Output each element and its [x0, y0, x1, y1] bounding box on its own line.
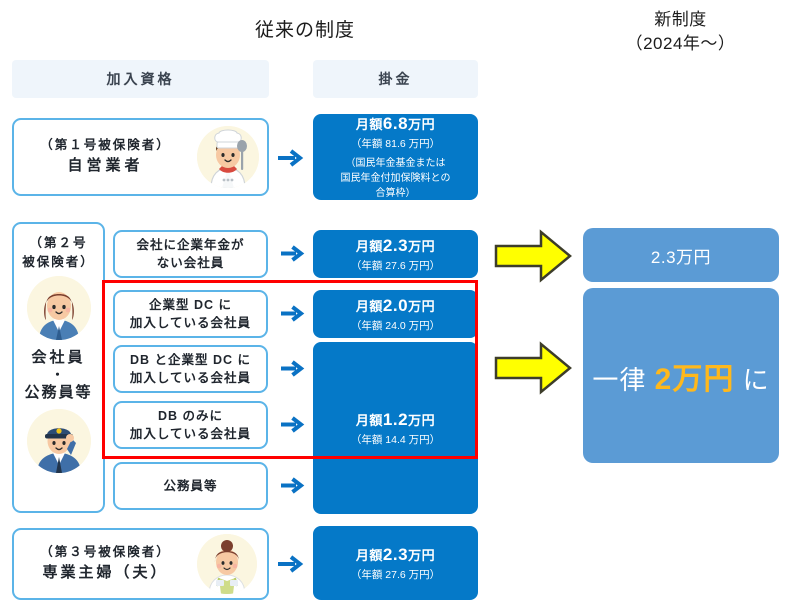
amount-box-no-corporate-pension[interactable]: 月額2.3万円 （年額 27.6 万円） — [313, 230, 478, 278]
category-1st-insured-line1: （第１号被保険者） — [40, 137, 171, 152]
condition-box-no-corporate-pension[interactable]: 会社に企業年金が ない会社員 — [113, 230, 268, 278]
new-system-uniform-prefix: 一律 — [592, 364, 647, 395]
amount-3rd-insured-yearly: （年額 27.6 万円） — [350, 568, 441, 581]
condition-db-and-dc-line1: DB と企業型 DC に — [129, 352, 251, 367]
amount-1st-insured-yearly: （年額 81.6 万円） — [350, 137, 441, 150]
arrow-right-row-7 — [277, 553, 305, 575]
yellow-arrow-bottom — [493, 340, 573, 396]
condition-box-db-and-dc[interactable]: DB と企業型 DC に 加入している会社員 — [113, 345, 268, 393]
title-new-system: 新制度 （2024年〜） — [583, 8, 778, 58]
amount-prefix: 月額 — [355, 238, 383, 254]
category-box-2nd-insured[interactable]: （第２号 被保険者） 会社員 ・ 公務員 — [12, 222, 105, 513]
amount-unit: 万円 — [408, 116, 436, 132]
category-2nd-insured-line2: 被保険者） — [22, 254, 95, 269]
amount-prefix: 月額 — [355, 412, 383, 428]
amount-db-and-dc-yearly: （年額 14.4 万円） — [350, 433, 441, 446]
category-2nd-insured-line1: （第２号 — [29, 236, 88, 250]
amount-value: 2.0 — [382, 295, 409, 315]
amount-1st-insured-note2: 国民年金付加保険料との — [340, 173, 451, 185]
title-new-system-line1: 新制度 — [654, 10, 707, 29]
condition-no-corporate-pension-line1: 会社に企業年金が — [136, 237, 245, 252]
housewife-avatar — [197, 534, 257, 594]
amount-corporate-dc-yearly: （年額 24.0 万円） — [350, 319, 441, 332]
amount-unit: 万円 — [408, 412, 436, 428]
office-worker-avatar — [26, 275, 91, 340]
amount-1st-insured-monthly: 月額6.8万円 — [341, 113, 451, 136]
amount-prefix: 月額 — [355, 298, 383, 314]
new-system-uniform-suffix: に — [742, 364, 770, 395]
amount-box-corporate-dc[interactable]: 月額2.0万円 （年額 24.0 万円） — [313, 290, 478, 338]
condition-corporate-dc-line2: 加入している会社員 — [129, 316, 252, 330]
police-officer-avatar — [26, 408, 91, 473]
arrow-right-row-2 — [280, 243, 306, 264]
new-system-box-uniform[interactable]: 一律 2万円 に — [583, 288, 779, 463]
amount-box-1st-insured[interactable]: 月額6.8万円 （年額 81.6 万円） （国民年金基金または 国民年金付加保険… — [313, 114, 478, 200]
condition-box-corporate-dc[interactable]: 企業型 DC に 加入している会社員 — [113, 290, 268, 338]
chef-avatar — [197, 126, 259, 188]
arrow-right-row-1 — [277, 147, 305, 169]
new-system-uniform-highlight: 2万円 — [654, 362, 735, 396]
yellow-arrow-top — [493, 228, 573, 284]
arrow-right-row-4 — [280, 358, 306, 379]
category-2nd-insured-dot: ・ — [51, 367, 66, 382]
category-2nd-insured-role1: 会社員 — [31, 348, 86, 366]
condition-db-only-line2: 加入している会社員 — [129, 427, 252, 441]
category-3rd-insured-line1: （第３号被保険者） — [40, 544, 171, 559]
amount-1st-insured-note3: 合算枠） — [375, 188, 416, 200]
amount-box-3rd-insured[interactable]: 月額2.3万円 （年額 27.6 万円） — [313, 526, 478, 600]
amount-unit: 万円 — [408, 298, 436, 314]
condition-public-servant-line1: 公務員等 — [163, 478, 218, 493]
amount-no-corporate-pension-yearly: （年額 27.6 万円） — [350, 259, 441, 272]
amount-box-db-and-dc[interactable]: 月額1.2万円 （年額 14.4 万円） — [313, 342, 478, 514]
arrow-right-row-5 — [280, 414, 306, 435]
title-old-system: 従来の制度 — [254, 20, 355, 41]
amount-prefix: 月額 — [355, 116, 383, 132]
amount-value: 2.3 — [382, 544, 409, 564]
arrow-right-row-3 — [280, 303, 306, 324]
new-system-box-2point3[interactable]: 2.3万円 — [583, 228, 779, 282]
amount-unit: 万円 — [408, 547, 436, 563]
condition-box-db-only[interactable]: DB のみに 加入している会社員 — [113, 401, 268, 449]
condition-box-public-servant[interactable]: 公務員等 — [113, 462, 268, 510]
new-system-value-top: 2.3万円 — [650, 247, 712, 267]
condition-db-and-dc-line2: 加入している会社員 — [129, 371, 252, 385]
category-box-1st-insured[interactable]: （第１号被保険者） 自営業者 — [12, 118, 269, 196]
amount-unit: 万円 — [408, 238, 436, 254]
category-2nd-insured-role2: 公務員等 — [24, 383, 93, 401]
arrow-right-row-6 — [280, 475, 306, 496]
amount-value: 6.8 — [382, 113, 409, 133]
condition-corporate-dc-line1: 企業型 DC に — [148, 297, 232, 312]
category-box-3rd-insured[interactable]: （第３号被保険者） 専業主婦（夫） — [12, 528, 269, 600]
amount-value: 1.2 — [382, 409, 409, 429]
amount-1st-insured-note1: （国民年金基金または — [345, 158, 446, 170]
category-3rd-insured-line2: 専業主婦（夫） — [42, 564, 169, 582]
category-1st-insured-line2: 自営業者 — [67, 157, 144, 175]
column-header-eligibility: 加入資格 — [12, 60, 269, 98]
amount-value: 2.3 — [382, 235, 409, 255]
condition-db-only-line1: DB のみに — [157, 408, 223, 423]
condition-no-corporate-pension-line2: ない会社員 — [156, 256, 225, 270]
title-new-system-line2: （2024年〜） — [625, 34, 736, 53]
column-header-contribution: 掛金 — [313, 60, 478, 98]
amount-prefix: 月額 — [355, 547, 383, 563]
